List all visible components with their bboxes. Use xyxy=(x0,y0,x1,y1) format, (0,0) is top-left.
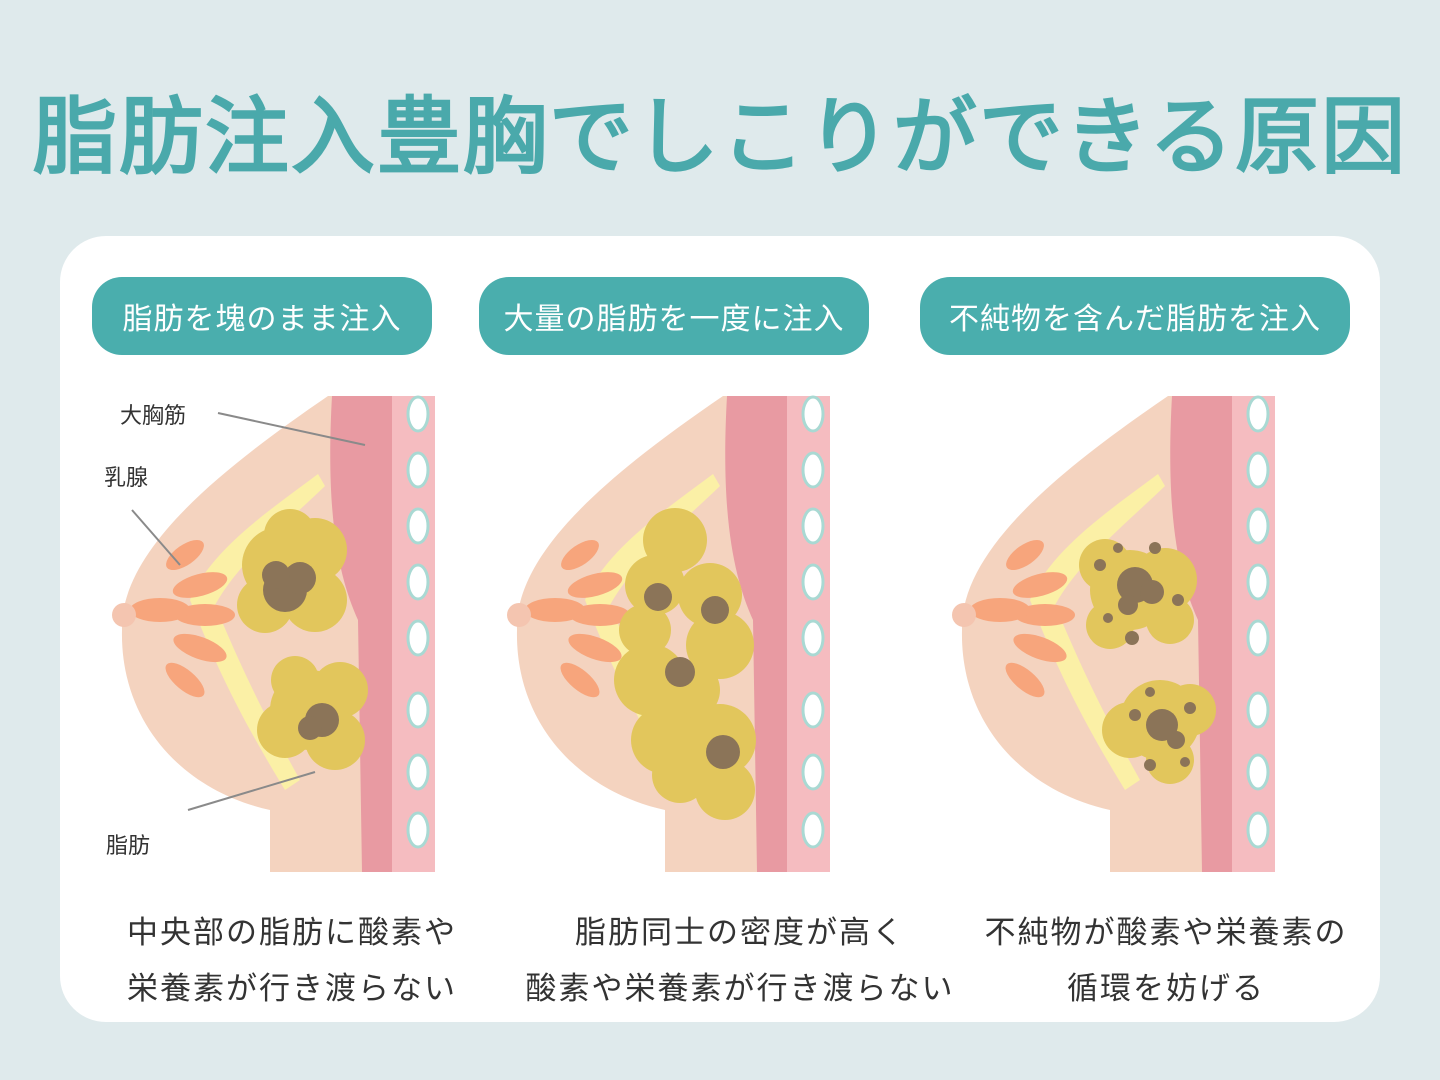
panel-2-caption-line-2: 酸素や栄養素が行き渡らない xyxy=(525,971,955,1007)
breast-diagram-excess xyxy=(507,395,830,872)
panel-2-caption: 脂肪同士の密度が高く 酸素や栄養素が行き渡らない xyxy=(505,905,975,1017)
label-mammary-gland: 乳腺 xyxy=(104,466,149,491)
leader-line-mammary xyxy=(131,509,181,566)
breast-diagram-impurities xyxy=(952,395,1275,872)
panel-3-caption: 不純物が酸素や栄養素の 循環を妨げる xyxy=(936,905,1396,1017)
panel-1-caption: 中央部の脂肪に酸素や 栄養素が行き渡らない xyxy=(62,905,522,1017)
label-pectoralis-major: 大胸筋 xyxy=(120,404,187,429)
panel-2-heading: 大量の脂肪を一度に注入 xyxy=(479,277,869,355)
panel-3-caption-line-2: 循環を妨げる xyxy=(1067,971,1265,1007)
panel-1-caption-line-2: 栄養素が行き渡らない xyxy=(127,971,457,1007)
panel-1-caption-line-1: 中央部の脂肪に酸素や xyxy=(127,915,457,951)
label-fat: 脂肪 xyxy=(106,834,151,859)
panel-2-caption-line-1: 脂肪同士の密度が高く xyxy=(575,915,905,951)
panel-1-heading: 脂肪を塊のまま注入 xyxy=(92,277,432,355)
panel-3-caption-line-1: 不純物が酸素や栄養素の xyxy=(984,915,1348,951)
panel-3-heading: 不純物を含んだ脂肪を注入 xyxy=(920,277,1350,355)
leader-line-fat xyxy=(187,771,316,811)
breast-diagram-lump xyxy=(112,395,435,872)
page-title: 脂肪注入豊胸でしこりができる原因 xyxy=(32,87,1408,186)
leader-line-muscle xyxy=(217,412,366,446)
